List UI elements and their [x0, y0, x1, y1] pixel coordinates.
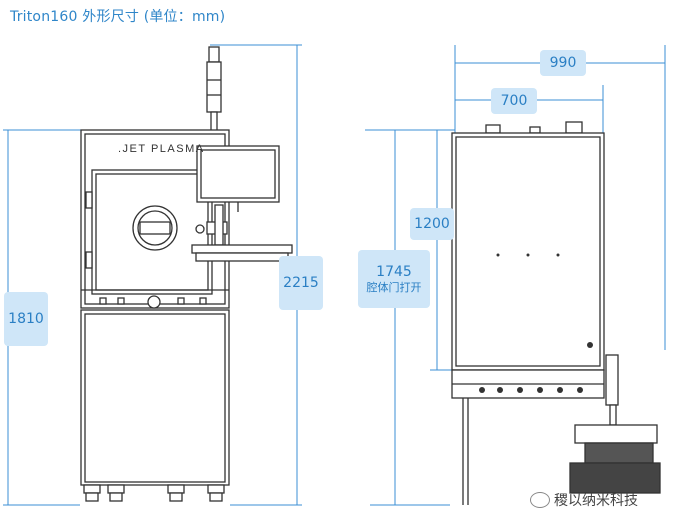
dim-note-1745: 腔体门打开 [366, 280, 422, 294]
side-details [479, 253, 593, 393]
dim-label-990: 990 [540, 50, 586, 76]
front-machine [80, 46, 293, 502]
side-machine [451, 121, 661, 505]
watermark-text: 稷以纳米科技 [554, 493, 638, 509]
page-title: Triton160 外形尺寸 (单位：mm) [10, 9, 226, 25]
dim-label-700: 700 [491, 88, 537, 114]
dim-label-2215: 2215 [279, 256, 323, 310]
brand-label: .JET PLASMA [118, 143, 205, 155]
watermark: 稷以纳米科技 [530, 490, 638, 510]
dim-value-1745: 1745 [376, 264, 412, 280]
wechat-icon [530, 492, 550, 508]
dim-label-1745: 1745 腔体门打开 [358, 250, 430, 308]
dim-label-1200: 1200 [410, 208, 454, 240]
dim-label-1810: 1810 [4, 292, 48, 346]
